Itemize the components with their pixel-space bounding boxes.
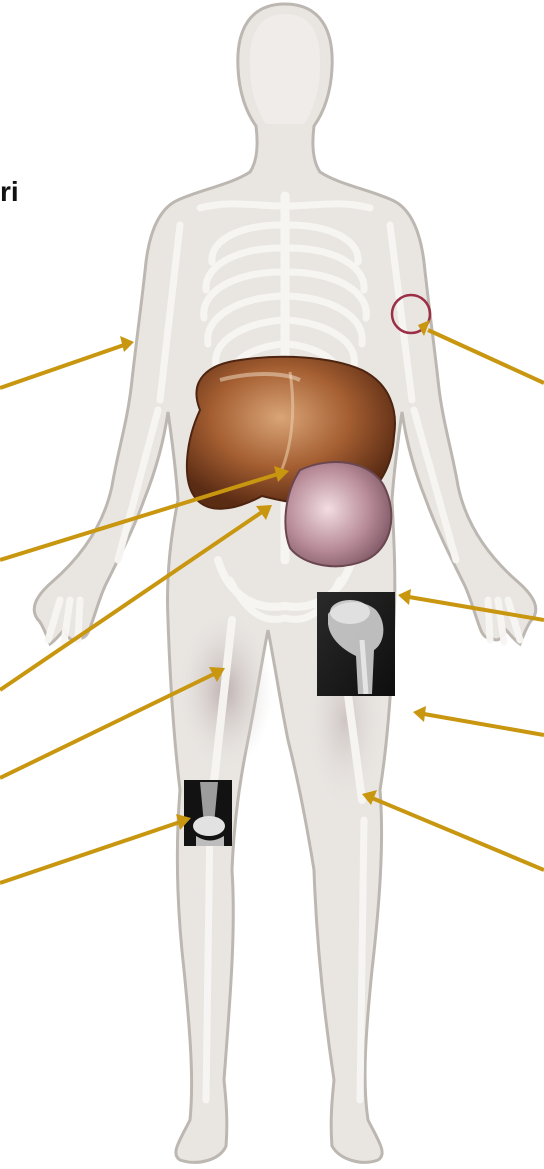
body-silhouette bbox=[34, 4, 536, 1162]
femur-xray-image bbox=[317, 592, 395, 696]
arrow-lower-femur bbox=[362, 790, 544, 870]
arrow-upper-arm bbox=[0, 336, 134, 388]
arrow-outer-thigh bbox=[413, 706, 544, 735]
spleen bbox=[285, 462, 391, 566]
arrow-knee-xray bbox=[0, 814, 191, 883]
knee-xray-image bbox=[184, 780, 232, 846]
